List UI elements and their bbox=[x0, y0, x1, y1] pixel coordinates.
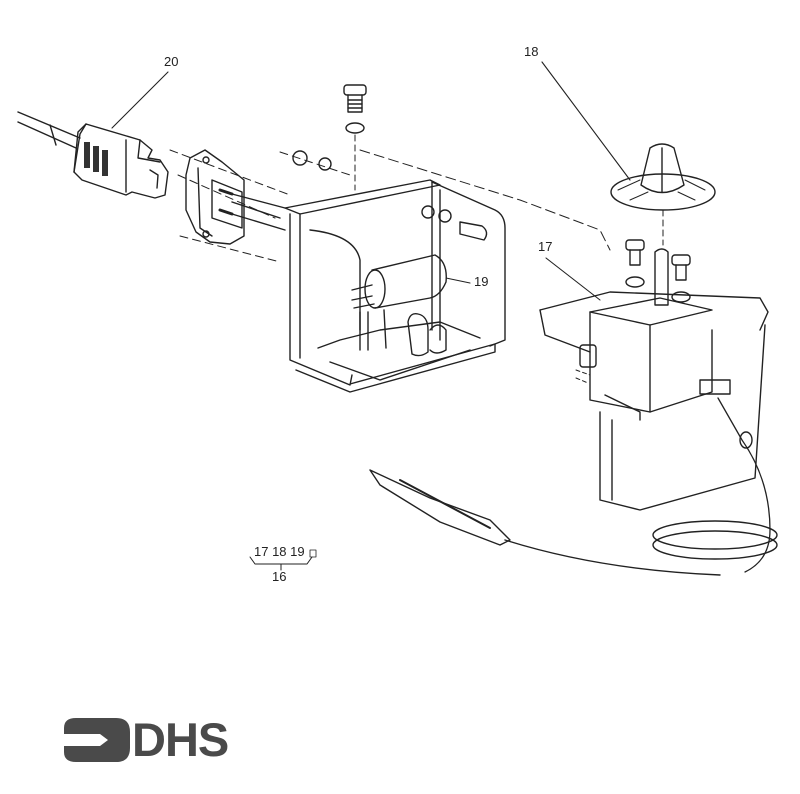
dhs-logo: DHS bbox=[62, 713, 237, 766]
housing-box-with-capacitor bbox=[284, 179, 506, 393]
group-members-label: 17 18 19 bbox=[254, 544, 305, 559]
group-bracket bbox=[249, 549, 317, 571]
power-plug-part-20 bbox=[17, 71, 169, 199]
callout-19: 19 bbox=[474, 274, 489, 289]
socket-panel bbox=[169, 149, 291, 263]
logo-arrow-icon bbox=[64, 718, 130, 762]
thermostat-part-17 bbox=[369, 239, 778, 576]
knob-part-18 bbox=[541, 61, 716, 246]
callout-18: 18 bbox=[524, 44, 539, 59]
screw-top bbox=[279, 84, 611, 251]
callout-20: 20 bbox=[164, 54, 179, 69]
logo-text: DHS bbox=[132, 713, 229, 766]
group-total-label: 16 bbox=[272, 569, 287, 584]
callout-17: 17 bbox=[538, 239, 553, 254]
